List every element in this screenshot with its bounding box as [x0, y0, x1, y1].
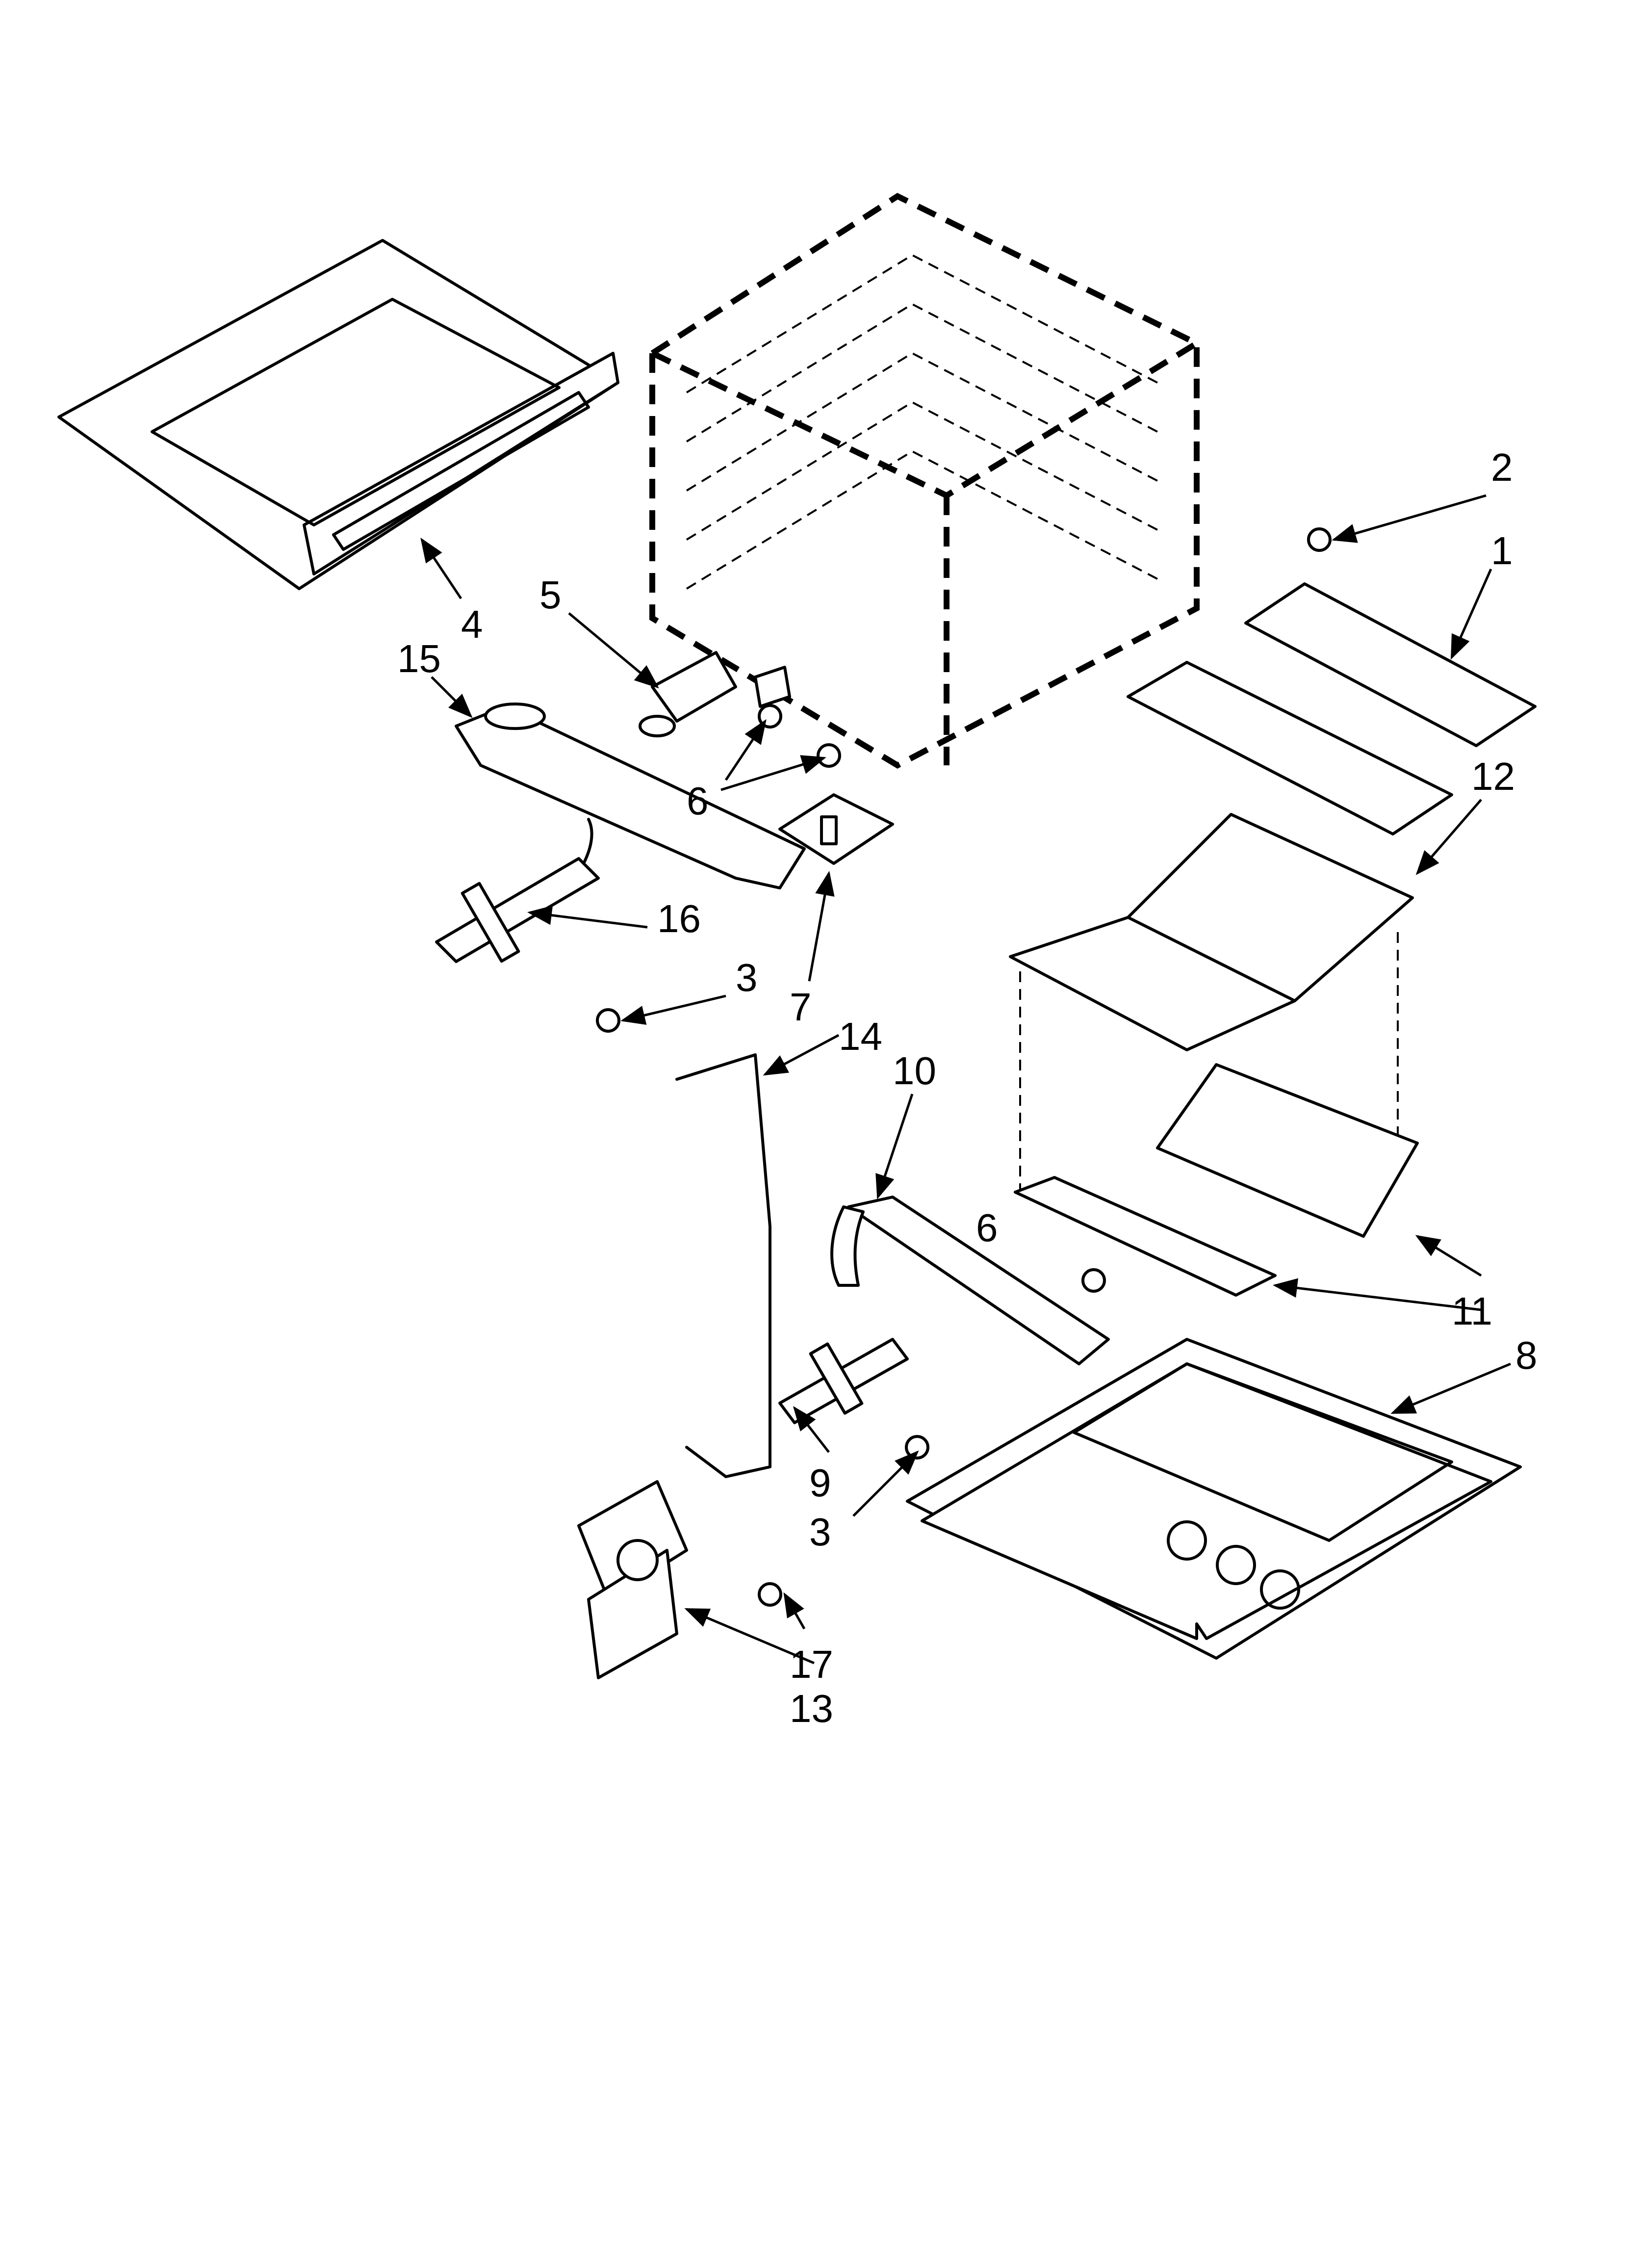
callout-6-lower: 6: [976, 1206, 998, 1250]
callout-9: 9: [809, 1461, 831, 1505]
top-panel: [57, 239, 619, 590]
callout-6-upper: 6: [687, 779, 709, 823]
lower-burner: [830, 1196, 1110, 1365]
control-rod: [675, 1053, 771, 1478]
leader-lines: [420, 494, 1511, 1665]
igniter-upper: [435, 818, 600, 963]
callout-1: 1: [1491, 529, 1513, 573]
callout-17: 17: [790, 1642, 833, 1686]
callout-12: 12: [1471, 755, 1515, 798]
callout-labels: 1 2 3 3 4 5 6 6 7 8 9 10 11 11 12 13 14 …: [397, 445, 1538, 1730]
gas-valve: [577, 1480, 688, 1679]
bottom-pan: [906, 1338, 1522, 1660]
callout-11-a: 11: [1452, 1289, 1492, 1333]
callout-3-upper: 3: [736, 956, 758, 999]
callout-14: 14: [839, 1015, 882, 1058]
upper-heat-shield: [1127, 582, 1537, 835]
lower-heat-shield: [1009, 813, 1414, 1192]
orifice-fitting: [639, 651, 791, 737]
callout-8: 8: [1515, 1333, 1538, 1377]
burner-bracket: [778, 793, 894, 865]
callout-13: 13: [790, 1687, 833, 1730]
screws: [596, 527, 1332, 1607]
callout-15: 15: [397, 637, 441, 680]
callout-3-lower: 3: [809, 1510, 831, 1554]
callout-16: 16: [657, 897, 701, 940]
oven-cavity-outline: [646, 193, 1203, 769]
callout-10: 10: [893, 1049, 936, 1093]
callout-5: 5: [539, 573, 562, 617]
upper-burner: [455, 703, 806, 889]
callout-4: 4: [461, 602, 483, 646]
callout-7: 7: [790, 985, 812, 1029]
callout-2: 2: [1491, 445, 1513, 489]
igniter-lower: [778, 1338, 909, 1424]
burner-supports: [1014, 1063, 1419, 1297]
